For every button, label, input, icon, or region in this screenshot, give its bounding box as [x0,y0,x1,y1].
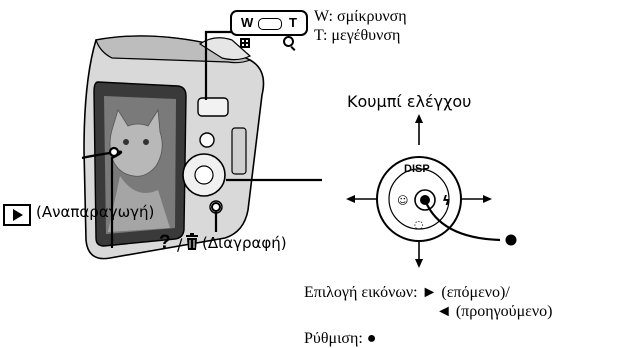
grid-thumbnail-icon [240,38,250,48]
zoom-key-w: W [241,15,254,30]
zoom-lever-box: W T [230,10,308,36]
magnifier-icon [283,36,296,51]
zoom-key-t: T [289,15,297,30]
set-dot-icon [505,234,517,246]
smile-shutter-icon: ☺ [397,194,408,207]
disp-label: DISP [404,163,430,175]
zoom-legend-t: T: μεγέθυνση [314,27,401,44]
play-icon [3,204,31,226]
camera-zoom-lever [197,97,229,117]
arrow-right-icon [483,195,492,203]
control-wheel-detail: ☺ ϟ ◌ [346,114,517,268]
arrow-down-icon [415,259,423,268]
camera-screen [93,81,187,247]
help-question-icon: ? [159,232,171,253]
camera-playback-button [199,132,215,148]
playback-label: (Αναπαραγωγή) [36,203,155,221]
slash-glyph: / [177,235,183,254]
camera-control-wheel [182,153,226,197]
camera-side-grip [231,127,247,175]
flash-icon: ϟ [442,194,451,209]
setting-label: Ρύθμιση: ● [304,330,377,347]
arrow-up-icon [415,114,423,123]
selection-line-1: Επιλογή εικόνων: ► (επόμενο)/ [304,284,510,301]
zoom-rocker [258,18,282,30]
delete-label: (Διαγραφή) [202,234,287,252]
trash-icon [186,233,198,250]
arrow-left-icon [346,195,355,203]
zoom-legend-w: W: σμίκρυνση [314,8,407,25]
selection-line-2: ◄ (προηγούμενο) [436,303,553,320]
panel-title: Κουμπί ελέγχου [347,92,472,111]
self-timer-icon: ◌ [414,218,424,231]
